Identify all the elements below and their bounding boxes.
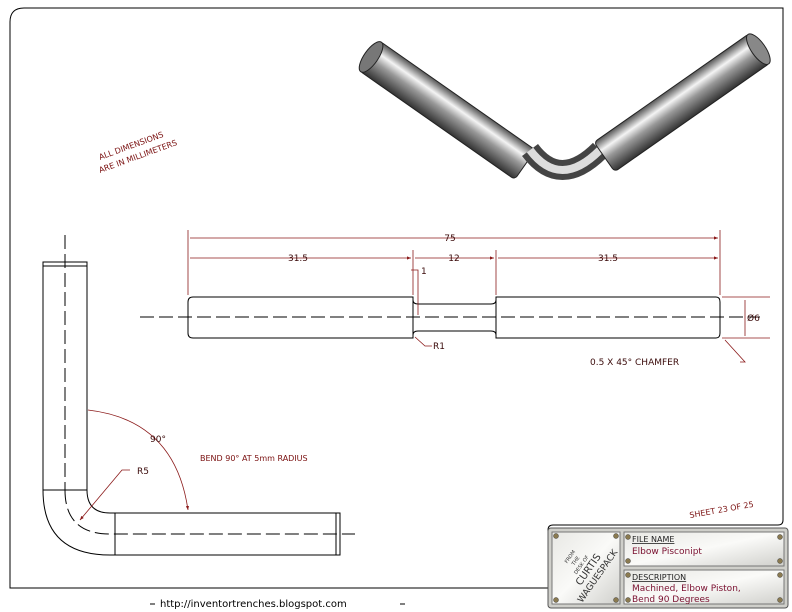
title-block: FROM THE DESK OF CURTIS WAGUESPACK FILE … [547,527,789,609]
dim-center: 12 [448,254,459,264]
dim-left: 31.5 [288,254,308,264]
dim-overall: 75 [444,234,455,244]
description-line-1: Machined, Elbow Piston, [632,584,741,594]
sheet-number: SHEET 23 OF 25 [689,500,755,520]
blog-url-link[interactable]: http://inventortrenches.blogspot.com [160,599,347,610]
bend-note: BEND 90° AT 5mm RADIUS [200,454,308,463]
elbow-dimensions [79,409,190,521]
description-line-2: Bend 90 Degrees [632,595,710,605]
dim-bend-radius: R5 [137,467,149,477]
file-name-value: Elbow Pisconipt [632,547,702,557]
sheet-border [9,7,784,589]
dimension-lines [187,230,770,363]
rod-profile-view [140,296,760,339]
dim-diameter: Ø6 [747,313,760,324]
iso-render [358,33,771,180]
chamfer-note: 0.5 X 45° CHAMFER [590,358,679,368]
dim-depth: 1 [421,267,427,277]
dim-angle: 90° [150,435,166,445]
dim-right: 31.5 [598,254,618,264]
dim-fillet: R1 [433,342,445,352]
file-name-label: FILE NAME [632,535,674,544]
elbow-view [42,235,355,556]
description-label: DESCRIPTION [632,573,686,582]
logo-the: THE [570,555,581,567]
